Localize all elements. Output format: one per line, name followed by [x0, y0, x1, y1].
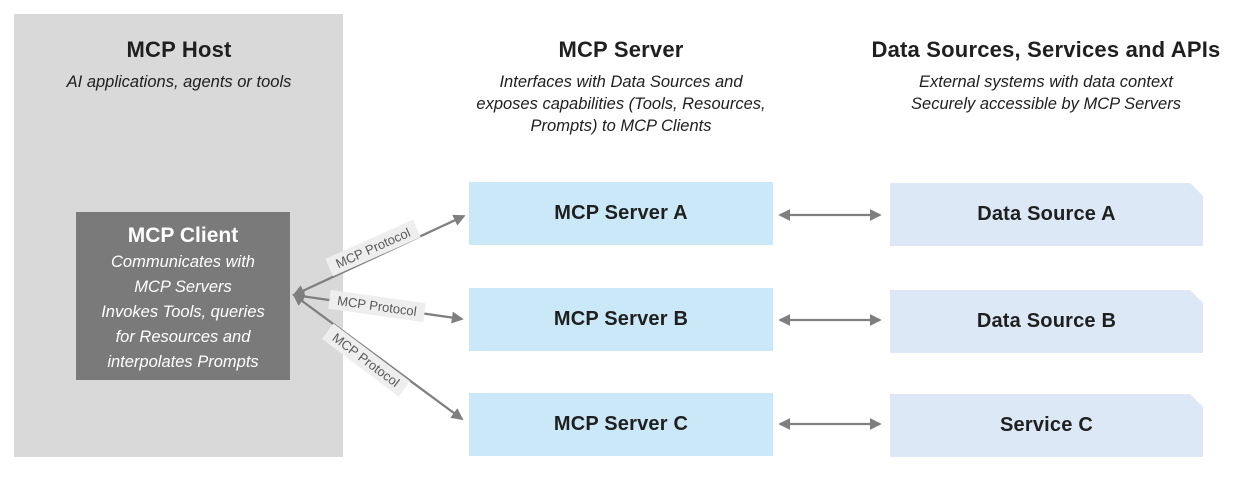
sources-column-title: Data Sources, Services and APIs: [871, 37, 1221, 62]
sources-subtitle-line: Securely accessible by MCP Servers: [911, 95, 1181, 113]
host-subtitle: AI applications, agents or tools: [66, 73, 292, 91]
data-source-a-box: Data Source A: [890, 183, 1203, 246]
host-title: MCP Host: [126, 37, 232, 62]
mcp-server-b-label: MCP Server B: [553, 308, 689, 330]
mcp-server-a-label: MCP Server A: [554, 202, 688, 224]
mcp-client-description-line: interpolates Prompts: [107, 353, 259, 371]
mcp-client-description-line: MCP Servers: [134, 278, 232, 296]
server-column-title: MCP Server: [558, 37, 684, 62]
data-source-b-label: Data Source B: [976, 310, 1117, 332]
server-subtitle-line: exposes capabilities (Tools, Resources,: [476, 95, 766, 113]
data-source-b-box: Data Source B: [890, 290, 1203, 353]
mcp-client-title: MCP Client: [127, 224, 239, 247]
mcp-client-description-line: Communicates with: [111, 253, 255, 271]
sources-column-header: Data Sources, Services and APIs External…: [872, 36, 1221, 115]
server-column-header: MCP Server Interfaces with Data Sources …: [476, 36, 765, 137]
server-subtitle-line: Interfaces with Data Sources and: [499, 73, 743, 91]
mcp-client-description-line: for Resources and: [115, 328, 251, 346]
mcp-client-box: MCP Client Communicates with MCP Servers…: [76, 212, 290, 380]
mcp-client-description-line: Invokes Tools, queries: [101, 303, 265, 321]
mcp-server-c-label: MCP Server C: [553, 413, 689, 435]
server-column-subtitle: Interfaces with Data Sources and exposes…: [476, 71, 765, 137]
service-c-box: Service C: [890, 394, 1203, 457]
mcp-server-c-box: MCP Server C: [469, 393, 773, 456]
host-column-header: MCP Host AI applications, agents or tool…: [67, 36, 292, 93]
data-source-a-label: Data Source A: [977, 203, 1116, 225]
mcp-server-a-box: MCP Server A: [469, 182, 773, 245]
service-c-label: Service C: [1000, 414, 1093, 436]
sources-subtitle-line: External systems with data context: [918, 73, 1174, 91]
server-subtitle-line: Prompts) to MCP Clients: [530, 117, 712, 135]
sources-column-subtitle: External systems with data context Secur…: [872, 71, 1221, 115]
mcp-server-b-box: MCP Server B: [469, 288, 773, 351]
